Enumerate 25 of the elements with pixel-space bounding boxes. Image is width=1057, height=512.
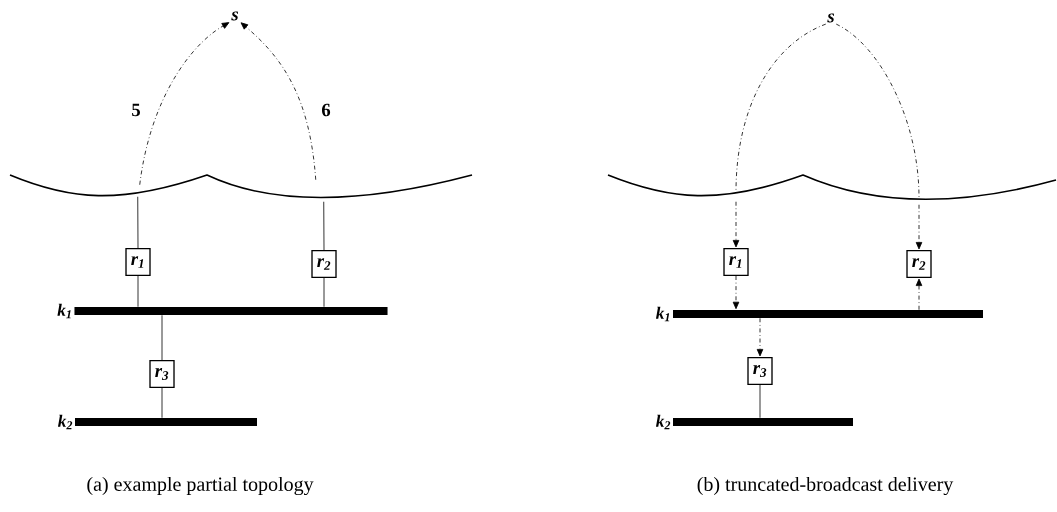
network-cloud	[9, 174, 473, 199]
bar-label: k$_{2}$	[57, 414, 73, 430]
router-box: r$_{2}$	[906, 250, 932, 278]
router-box: r$_{2}$	[311, 250, 337, 278]
edge-label: 6	[320, 102, 332, 118]
bar-label: k$_{1}$	[57, 303, 71, 319]
router-box: r$_{3}$	[149, 360, 175, 388]
arrow	[915, 278, 923, 311]
arrow	[139, 22, 230, 186]
node-label: s	[231, 11, 239, 21]
router-box: r$_{3}$	[747, 357, 773, 385]
caption: (a) example partial topology	[87, 476, 314, 496]
arrow	[732, 275, 740, 310]
arrow	[756, 317, 764, 357]
arrow	[915, 204, 923, 250]
edge-label: 5	[130, 102, 142, 118]
bar-label: k$_{1}$	[655, 306, 670, 322]
router-box: r$_{1}$	[723, 248, 749, 276]
router-box: r$_{1}$	[125, 248, 151, 276]
arrow	[732, 201, 740, 248]
arrow	[240, 22, 317, 181]
bar-label: k$_{2}$	[655, 414, 671, 430]
network-cloud	[607, 174, 1057, 201]
node-label: s	[827, 13, 835, 23]
caption: (b) truncated-broadcast delivery	[697, 476, 954, 496]
